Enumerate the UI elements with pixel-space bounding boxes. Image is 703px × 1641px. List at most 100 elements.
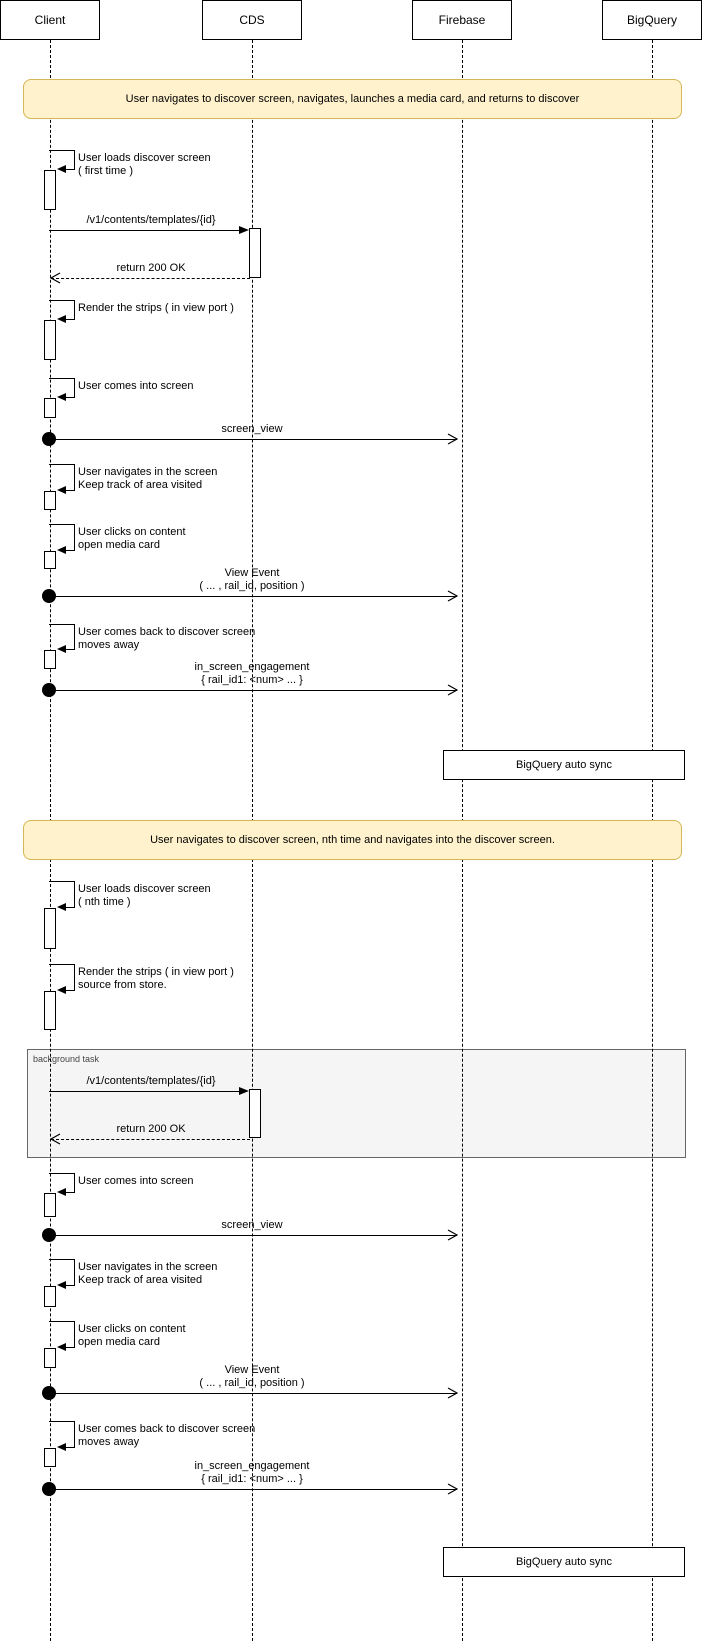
msg13-self-arrowhead-icon bbox=[57, 986, 66, 994]
msg2-activation-bar bbox=[249, 228, 261, 278]
msg12-self-call-line bbox=[64, 907, 75, 908]
msg10-self-call-line bbox=[64, 649, 75, 650]
msg14-arrow-line bbox=[49, 1091, 239, 1092]
msg5-self-call-line bbox=[64, 397, 75, 398]
msg22-open-arrowhead-icon bbox=[446, 1483, 458, 1495]
msg16-self-arrowhead-icon bbox=[57, 1188, 66, 1196]
msg11-open-arrowhead-icon bbox=[446, 684, 458, 696]
msg7-self-arrowhead-icon bbox=[57, 486, 66, 494]
msg21-self-call-bracket bbox=[49, 1421, 75, 1447]
msg11-arrow-line bbox=[49, 690, 457, 691]
msg20-message-label: ( ... , rail_id, position ) bbox=[199, 1377, 305, 1389]
msg14-message-label: /v1/contents/templates/{id} bbox=[86, 1075, 216, 1087]
msg20-message-label-group: View Event( ... , rail_id, position ) bbox=[52, 1364, 452, 1390]
msg15-open-arrowhead-icon bbox=[50, 1133, 62, 1145]
msg1-message-label: ( first time ) bbox=[78, 164, 133, 177]
msg1-self-call-line bbox=[64, 169, 75, 170]
msg18-activation-bar bbox=[44, 1286, 56, 1307]
msg2-filled-arrowhead-icon bbox=[239, 225, 249, 234]
msg18-message-label: User navigates in the screen bbox=[78, 1261, 218, 1273]
msg3-open-arrowhead-icon bbox=[50, 272, 62, 284]
msg6-message-label-group: screen_view bbox=[52, 423, 452, 436]
msg14-activation-bar bbox=[249, 1089, 261, 1138]
msg10-message-label: moves away bbox=[78, 638, 140, 651]
msg13-message-label: source from store. bbox=[78, 978, 167, 991]
msg12-message-label: User loads discover screen bbox=[78, 883, 211, 895]
msg19-activation-bar bbox=[44, 1348, 56, 1368]
msg6-message-label: screen_view bbox=[221, 423, 283, 435]
bigquery-auto-sync-box-2: BigQuery auto sync bbox=[443, 1547, 685, 1577]
msg18-self-arrowhead-icon bbox=[57, 1281, 66, 1289]
msg1-self-arrowhead-icon bbox=[57, 165, 66, 173]
msg4-message-label: Render the strips ( in view port ) bbox=[78, 302, 234, 314]
msg1-self-call-bracket bbox=[49, 150, 75, 169]
msg4-activation-bar bbox=[44, 320, 56, 360]
msg22-message-label: in_screen_engagement bbox=[194, 1460, 310, 1472]
msg19-self-arrowhead-icon bbox=[57, 1343, 66, 1351]
note-banner-2: User navigates to discover screen, nth t… bbox=[23, 820, 682, 860]
msg22-message-label-group: in_screen_engagement{ rail_id1: <num> ..… bbox=[52, 1460, 452, 1486]
msg20-message-label: View Event bbox=[224, 1364, 280, 1376]
msg17-message-label: screen_view bbox=[221, 1219, 283, 1231]
msg5-self-call-bracket bbox=[49, 378, 75, 397]
msg16-self-call-bracket bbox=[49, 1173, 75, 1192]
msg16-activation-bar bbox=[44, 1193, 56, 1217]
msg12-self-arrowhead-icon bbox=[57, 903, 66, 911]
msg10-activation-bar bbox=[44, 650, 56, 669]
msg16-message-label: User comes into screen bbox=[78, 1175, 194, 1187]
msg8-self-call-bracket bbox=[49, 524, 75, 550]
msg10-self-call-bracket bbox=[49, 624, 75, 649]
msg1-activation-bar bbox=[44, 170, 56, 210]
msg9-message-label-group: View Event( ... , rail_id, position ) bbox=[52, 567, 452, 593]
msg8-message-label: open media card bbox=[78, 538, 160, 551]
actor-box-cds: CDS bbox=[202, 0, 302, 40]
msg21-self-arrowhead-icon bbox=[57, 1443, 66, 1451]
msg13-self-call-bracket bbox=[49, 964, 75, 990]
msg5-activation-bar bbox=[44, 398, 56, 418]
msg17-arrow-line bbox=[49, 1235, 457, 1236]
msg14-filled-arrowhead-icon bbox=[239, 1086, 249, 1095]
msg6-open-arrowhead-icon bbox=[446, 433, 458, 445]
msg7-activation-bar bbox=[44, 491, 56, 510]
msg5-self-arrowhead-icon bbox=[57, 393, 66, 401]
msg19-self-call-bracket bbox=[49, 1321, 75, 1347]
msg9-arrow-line bbox=[49, 596, 457, 597]
msg7-message-label: Keep track of area visited bbox=[78, 478, 203, 491]
msg2-message-label: /v1/contents/templates/{id} bbox=[86, 214, 216, 226]
msg22-arrow-line bbox=[49, 1489, 457, 1490]
msg20-open-arrowhead-icon bbox=[446, 1387, 458, 1399]
msg11-message-label-group: in_screen_engagement{ rail_id1: <num> ..… bbox=[52, 661, 452, 687]
msg9-open-arrowhead-icon bbox=[446, 590, 458, 602]
msg19-message-label: User clicks on content bbox=[78, 1323, 186, 1335]
actor-box-client: Client bbox=[0, 0, 100, 40]
msg11-message-label: in_screen_engagement bbox=[194, 661, 310, 673]
msg18-self-call-bracket bbox=[49, 1259, 75, 1285]
msg11-message-label: { rail_id1: <num> ... } bbox=[201, 674, 303, 686]
msg2-arrow-line bbox=[49, 230, 239, 231]
background-task-frame-label: background task bbox=[33, 1054, 100, 1064]
msg18-self-call-line bbox=[64, 1285, 75, 1286]
msg8-message-label: User clicks on content bbox=[78, 526, 186, 538]
note-banner-1: User navigates to discover screen, navig… bbox=[23, 79, 682, 119]
msg7-self-call-line bbox=[64, 490, 75, 491]
msg12-activation-bar bbox=[44, 908, 56, 949]
msg16-self-call-line bbox=[64, 1192, 75, 1193]
actor-box-bigquery: BigQuery bbox=[602, 0, 702, 40]
msg9-message-label: ( ... , rail_id, position ) bbox=[199, 580, 305, 592]
msg13-activation-bar bbox=[44, 991, 56, 1030]
msg10-self-arrowhead-icon bbox=[57, 645, 66, 653]
msg18-message-label: Keep track of area visited bbox=[78, 1273, 203, 1286]
msg20-arrow-line bbox=[49, 1393, 457, 1394]
msg15-message-label: return 200 OK bbox=[116, 1123, 186, 1135]
msg15-return-line bbox=[51, 1139, 250, 1140]
msg19-self-call-line bbox=[64, 1347, 75, 1348]
msg17-message-label-group: screen_view bbox=[52, 1219, 452, 1232]
msg21-message-label: moves away bbox=[78, 1435, 140, 1448]
msg9-message-label: View Event bbox=[224, 567, 280, 579]
msg12-message-label: ( nth time ) bbox=[78, 895, 131, 908]
msg1-message-label: User loads discover screen bbox=[78, 152, 211, 164]
actor-box-firebase: Firebase bbox=[412, 0, 512, 40]
msg5-message-label: User comes into screen bbox=[78, 380, 194, 392]
msg21-activation-bar bbox=[44, 1448, 56, 1467]
